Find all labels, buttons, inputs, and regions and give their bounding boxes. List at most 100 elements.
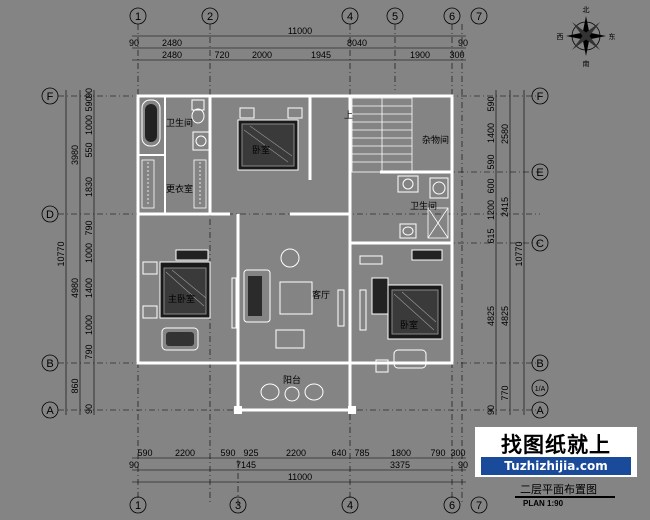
dim-top-r1-c: 8040 <box>347 38 367 48</box>
balcony-furniture-icon <box>234 383 356 414</box>
washer-icon <box>397 175 419 193</box>
compass-east: 东 <box>609 32 616 41</box>
dim-left-i-i: 1000 <box>84 315 94 335</box>
axis-bottom-4: 4 <box>347 500 353 512</box>
watermark-url: Tuzhizhijia.com <box>481 457 631 475</box>
tv-cabinet-icon <box>231 277 345 329</box>
dim-right-i-b: 1400 <box>486 123 496 143</box>
room-bath-top-label: 卫生间 <box>166 117 193 129</box>
dim-right-total: 10770 <box>514 241 524 266</box>
dim-left-i-a: 90 <box>84 88 94 98</box>
axis-top-6: 6 <box>449 11 455 23</box>
dim-right-o-d: 770 <box>500 385 510 400</box>
axis-top-7: 7 <box>476 11 482 23</box>
room-storage-label: 杂物间 <box>422 134 449 146</box>
dim-bot-r1-d: 925 <box>243 448 258 458</box>
title-underline <box>515 496 615 498</box>
sofa-living-icon <box>243 269 271 323</box>
dim-top-r2-c: 2000 <box>252 50 272 60</box>
drawing-scale: PLAN 1:90 <box>523 499 564 508</box>
dim-left-i-f: 790 <box>84 220 94 235</box>
axis-right-E: E <box>536 167 543 179</box>
dim-left-i-c: 1000 <box>84 115 94 135</box>
axis-top-5: 5 <box>392 11 398 23</box>
axis-bottom-1: 1 <box>135 500 141 512</box>
watermark-logo: 找图纸就上 Tuzhizhijia.com <box>475 427 637 477</box>
dim-left-o-b: 4980 <box>70 278 80 298</box>
dim-left-o-a: 3980 <box>70 145 80 165</box>
dim-bot-r1-h: 1800 <box>391 448 411 458</box>
dim-bot-r1-j: 300 <box>450 448 465 458</box>
axis-top-4: 4 <box>347 11 353 23</box>
dim-right-i-h: 90 <box>486 405 496 415</box>
stairs-up-label: 上 <box>344 110 353 121</box>
dim-bot-total: 11000 <box>288 472 312 482</box>
axis-left-F: F <box>47 91 54 103</box>
sink-icon <box>192 131 210 151</box>
dim-right-i-c: 590 <box>486 154 496 169</box>
dim-left-i-h: 1400 <box>84 278 94 298</box>
dim-left-i-b: 590 <box>84 96 94 111</box>
dim-right-o-a: 2580 <box>500 124 510 144</box>
axis-top-1: 1 <box>135 11 141 23</box>
axis-bottom-6: 6 <box>449 500 455 512</box>
axis-right-B: B <box>536 358 543 370</box>
axis-bottom-7: 7 <box>476 500 482 512</box>
room-closet-label: 更衣室 <box>166 183 193 195</box>
dim-top-r2-a: 2480 <box>162 50 182 60</box>
shower-icon <box>429 177 449 199</box>
axis-bubbles-bottom: 1 3 4 6 7 <box>129 496 488 514</box>
dim-right-i-a: 590 <box>486 96 496 111</box>
axis-right-C: C <box>536 238 544 250</box>
dim-right-o-c: 4825 <box>500 306 510 326</box>
dim-bot-r1-b: 2200 <box>175 448 195 458</box>
axis-right-F: F <box>537 91 544 103</box>
dim-right-o-b: 2415 <box>500 197 510 217</box>
armchair-living-icon <box>275 248 305 349</box>
basin-right-icon <box>399 223 417 239</box>
dim-right-i-f: 615 <box>486 228 496 243</box>
compass-west: 西 <box>557 33 564 41</box>
dim-bot-r1-a: 590 <box>137 448 152 458</box>
dim-top-r2-b: 720 <box>214 50 229 60</box>
room-master-label: 主卧室 <box>168 293 195 305</box>
dim-left-total: 10770 <box>56 241 66 266</box>
dim-bot-r1-i: 790 <box>430 448 445 458</box>
dim-top-r1-a: 90 <box>129 38 139 48</box>
double-bed-master-icon <box>142 249 211 319</box>
dim-left-o-c: 860 <box>70 378 80 393</box>
dimensions-bottom <box>132 457 466 483</box>
room-bedroom-right-label: 卧室 <box>400 319 418 331</box>
bathtub-icon <box>141 99 161 147</box>
shower-enclosure-icon <box>427 207 449 239</box>
toilet-icon <box>191 99 205 124</box>
coffee-table-icon <box>279 281 313 315</box>
dim-left-i-e: 1830 <box>84 177 94 197</box>
compass-south: 南 <box>583 59 590 68</box>
dim-bot-r1-e: 2200 <box>286 448 306 458</box>
watermark-text: 找图纸就上 <box>501 433 611 457</box>
dim-bot-r2-b: 7145 <box>236 460 256 470</box>
room-bedroom-top-label: 卧室 <box>252 144 270 156</box>
axis-bubbles-left: F D B A <box>41 87 59 419</box>
double-bed-right-icon <box>371 249 443 340</box>
compass-north: 北 <box>583 6 590 14</box>
axis-bottom-3: 3 <box>235 500 241 512</box>
dim-left-i-d: 550 <box>84 142 94 157</box>
dim-right-i-d: 600 <box>486 178 496 193</box>
axis-left-A: A <box>46 405 54 417</box>
axis-top-2: 2 <box>207 11 213 23</box>
dim-top-r1-b: 2480 <box>162 38 182 48</box>
dim-bot-r2-a: 90 <box>129 460 139 470</box>
chaise-master-icon <box>161 327 199 351</box>
axis-right-A: A <box>536 405 544 417</box>
dimensions-top <box>132 35 466 61</box>
axis-left-B: B <box>46 358 53 370</box>
axis-left-D: D <box>46 209 54 221</box>
dim-bot-r2-c: 3375 <box>390 460 410 470</box>
dim-left-i-g: 1000 <box>84 243 94 263</box>
room-bath-right-label: 卫生间 <box>410 200 437 212</box>
dim-top-r2-f: 300 <box>449 50 464 60</box>
dim-top-r2-e: 1900 <box>410 50 430 60</box>
